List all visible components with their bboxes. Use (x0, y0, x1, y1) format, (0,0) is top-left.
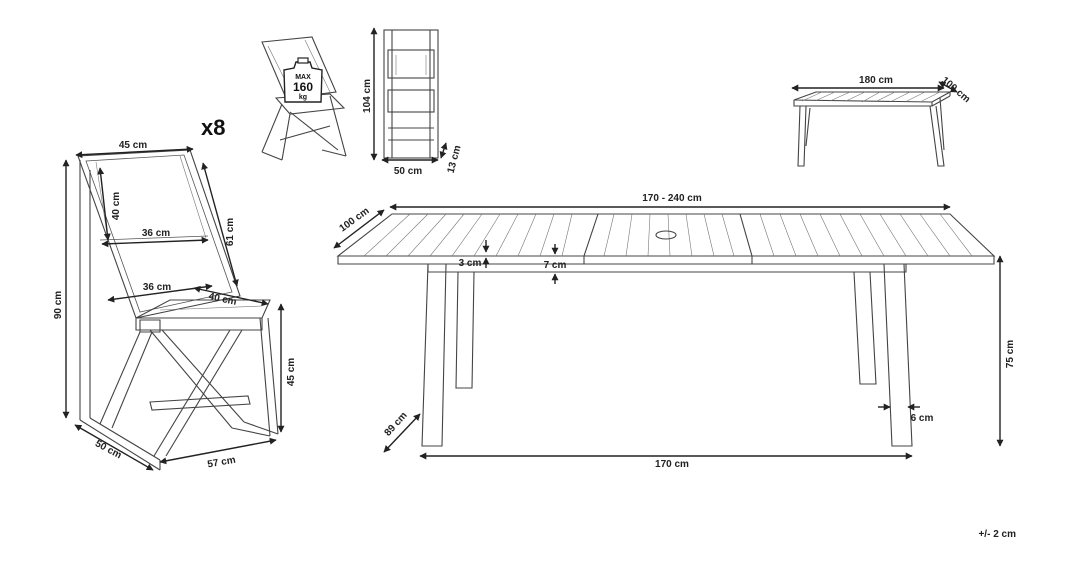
table-height-label: 75 cm (1005, 340, 1016, 368)
folded-depth-label: 13 cm (446, 144, 464, 174)
chair-back-width-label: 36 cm (142, 228, 170, 239)
folded-chair-illustration (383, 29, 439, 159)
chair-width-top-dimension: 45 cm (75, 140, 194, 159)
table-leg-width-label: 6 cm (911, 413, 934, 424)
chair-base-length-dimension: 57 cm (159, 437, 277, 471)
table-leg-width-dimension: 6 cm (878, 403, 934, 424)
table-length-label: 170 - 240 cm (642, 193, 702, 204)
table-illustration (336, 213, 996, 447)
chair-back-height-dimension: 40 cm (97, 167, 122, 241)
chair-back-width-dimension: 36 cm (101, 228, 209, 248)
chair-illustration (77, 149, 279, 471)
chair-base-depth-label: 50 cm (93, 438, 123, 461)
table-top-thickness-label: 3 cm (459, 258, 482, 269)
badge-max: MAX (295, 74, 311, 81)
table-depth-label: 100 cm (338, 205, 372, 234)
folded-chair-depth-dimension: 13 cm (439, 142, 464, 174)
chair-seat-depth-label: 40 cm (208, 291, 238, 308)
chair-seat-height-label: 45 cm (286, 358, 297, 386)
chair-total-height-dimension: 90 cm (53, 159, 70, 419)
table-apron-label: 7 cm (544, 260, 567, 271)
table-length-dimension: 170 - 240 cm (389, 193, 951, 211)
chair-seat-width-label: 36 cm (143, 282, 171, 293)
chair-side-height-dimension: 61 cm (201, 162, 239, 287)
quantity-label: x8 (201, 115, 225, 140)
table-leg-span-label: 170 cm (655, 459, 689, 470)
table-apron-dimension: 7 cm (544, 244, 567, 284)
chair-base-length-label: 57 cm (207, 455, 237, 471)
small-table-depth-label: 100 cm (939, 75, 972, 105)
table-height-dimension: 75 cm (996, 255, 1016, 447)
small-table-depth-dimension: 100 cm (938, 75, 972, 105)
table-leg-depth-dimension: 89 cm (383, 410, 421, 453)
small-table-length-label: 180 cm (859, 75, 893, 86)
table-leg-depth-label: 89 cm (383, 410, 410, 439)
folded-width-label: 50 cm (394, 166, 422, 177)
folded-height-label: 104 cm (362, 79, 373, 113)
small-table-length-dimension: 180 cm (791, 75, 945, 92)
badge-value: 160 (293, 80, 313, 94)
max-load-badge: MAX 160 kg (283, 57, 323, 103)
tolerance-note: +/- 2 cm (978, 529, 1016, 540)
chair-back-height-label: 40 cm (111, 192, 122, 220)
small-table-illustration (793, 91, 953, 167)
chair-width-top-label: 45 cm (119, 140, 147, 151)
chair-base-depth-dimension: 50 cm (74, 424, 154, 471)
folded-chair-height-dimension: 104 cm (362, 27, 378, 161)
badge-unit: kg (299, 94, 307, 101)
chair-total-height-label: 90 cm (53, 291, 64, 319)
folded-chair-width-dimension: 50 cm (381, 156, 439, 177)
chair-side-height-label: 61 cm (225, 218, 236, 246)
table-top-thickness-dimension: 3 cm (459, 240, 490, 269)
chair-seat-height-dimension: 45 cm (277, 303, 297, 433)
table-leg-span-dimension: 170 cm (419, 452, 913, 470)
